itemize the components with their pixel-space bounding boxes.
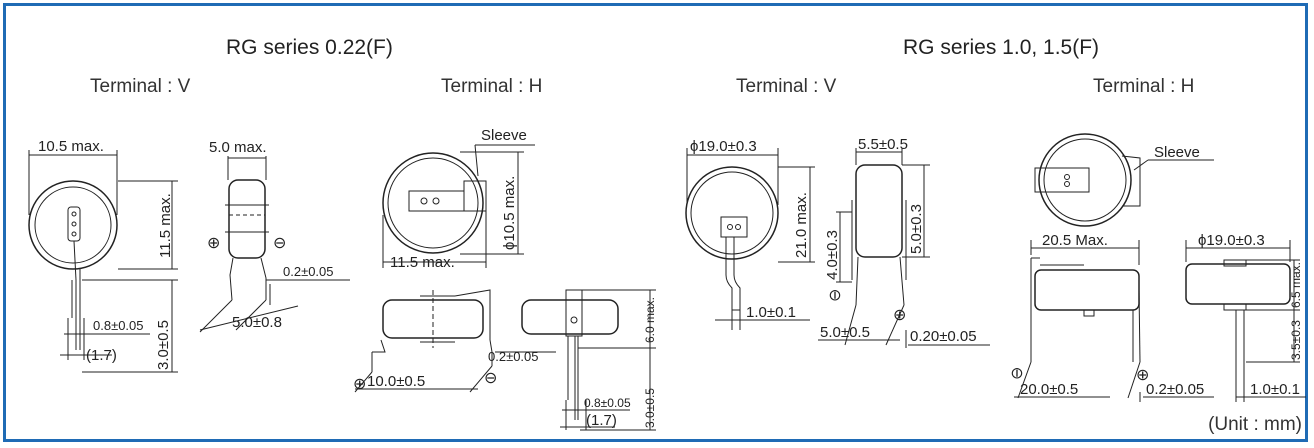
d2-lead-thickness-label: 0.2±0.05 <box>283 264 334 279</box>
d7-lower-label: 4.0±0.3 <box>824 230 841 280</box>
d2-plus-icon: ⊕ <box>207 235 220 252</box>
d3-sleeve-label: Sleeve <box>481 127 527 144</box>
d7-plus-icon: ⊕ <box>893 307 906 324</box>
rg10-v-side-view <box>818 148 990 348</box>
d7-lead-thickness-label: 0.20±0.05 <box>910 328 977 345</box>
d4-lead-thickness-label: 0.2±0.05 <box>488 349 539 364</box>
d3-width-label: 11.5 max. <box>390 254 455 271</box>
d7-upper-label: 5.0±0.3 <box>908 204 925 254</box>
unit-note: (Unit : mm) <box>1208 414 1302 435</box>
d4-plus-icon: ⊕ <box>353 376 366 393</box>
rg10-h-side-view <box>1014 240 1214 402</box>
d2-spacing-label: 5.0±0.8 <box>232 314 282 331</box>
rg022-v-side-view <box>199 156 350 333</box>
d6-height-label: 21.0 max. <box>793 192 810 258</box>
d2-minus-icon: ⊖ <box>273 235 286 252</box>
d8-plus-icon: ⊕ <box>1136 367 1149 384</box>
terminal-h-right-label: Terminal : H <box>1093 76 1195 97</box>
rg10-v-front-view <box>685 148 815 330</box>
d4-spacing-label: 10.0±0.5 <box>367 373 425 390</box>
d5-height-label: 6.0 max. <box>643 297 657 343</box>
d9-height-label: 6.5 max. <box>1289 262 1303 308</box>
series-left-heading: RG series 0.22(F) <box>226 36 393 59</box>
d5-pitch-label: 0.8±0.05 <box>584 396 631 410</box>
d9-lead-width-label: 1.0±0.1 <box>1250 381 1300 398</box>
rg10-h-front-view <box>1034 133 1214 227</box>
d7-minus-icon: ⊖ <box>827 289 844 302</box>
d1-lead-spacing-label: (1.7) <box>86 347 117 364</box>
d8-minus-icon: ⊖ <box>1009 367 1026 380</box>
d5-lead-length-label: 3.0±0.5 <box>643 388 657 428</box>
d8-width-label: 20.5 Max. <box>1042 232 1108 249</box>
d2-thickness-label: 5.0 max. <box>209 139 267 156</box>
d3-diameter-label: ϕ10.5 max. <box>501 176 518 250</box>
rg022-h-edge-view <box>521 289 656 431</box>
d8-spacing-label: 20.0±0.5 <box>1020 381 1078 398</box>
rg022-h-front-view <box>382 144 535 268</box>
series-right-heading: RG series 1.0, 1.5(F) <box>903 36 1100 59</box>
d9-lead-length-label: 3.5±0.3 <box>1289 320 1303 360</box>
terminal-v-left-label: Terminal : V <box>90 76 191 97</box>
rg10-h-edge-view <box>1185 240 1306 402</box>
terminal-h-left-label: Terminal : H <box>441 76 543 97</box>
d1-height-label: 11.5 max. <box>157 193 174 258</box>
d6-lead-width-label: 1.0±0.1 <box>746 304 796 321</box>
rg022-v-front-view <box>28 150 178 373</box>
d1-width-label: 10.5 max. <box>38 138 104 155</box>
d6-diameter-label: ϕ19.0±0.3 <box>690 138 757 155</box>
figure-frame <box>3 3 1308 442</box>
d8-sleeve-label: Sleeve <box>1154 144 1200 161</box>
d7-spacing-label: 5.0±0.5 <box>820 324 870 341</box>
d7-thickness-label: 5.5±0.5 <box>858 136 908 153</box>
d4-minus-icon: ⊖ <box>484 370 497 387</box>
d8-lead-thickness-label: 0.2±0.05 <box>1146 381 1204 398</box>
d1-lead-length-label: 3.0±0.5 <box>155 320 172 370</box>
d9-diameter-label: ϕ19.0±0.3 <box>1198 232 1265 249</box>
d5-lead-spacing-label: (1.7) <box>586 412 617 429</box>
rg022-h-side-view <box>354 289 556 393</box>
d1-pitch-label: 0.8±0.05 <box>93 318 144 333</box>
terminal-v-right-label: Terminal : V <box>736 76 837 97</box>
